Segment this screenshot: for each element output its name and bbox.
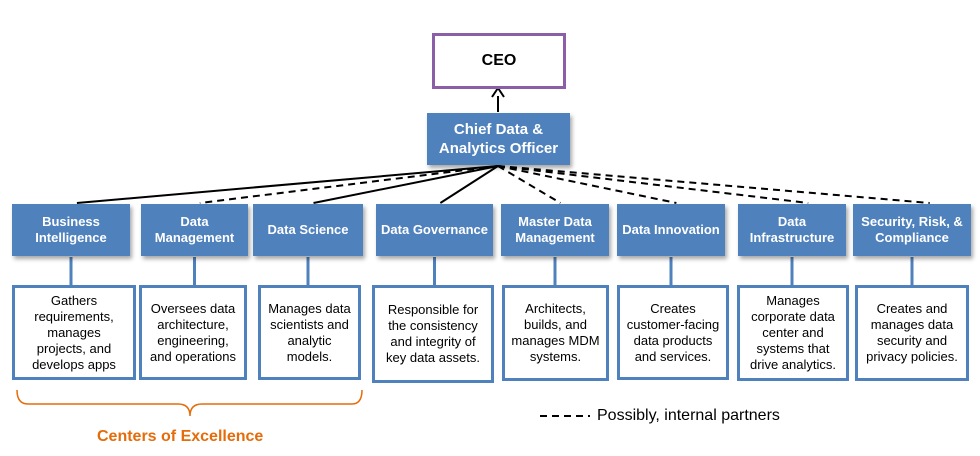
dept-label: Business Intelligence	[35, 214, 107, 245]
desc-text: Architects, builds, and manages MDM syst…	[511, 301, 600, 364]
cdo-label: Chief Data & Analytics Officer	[438, 121, 559, 157]
dept-box-src: Security, Risk, & Compliance	[853, 204, 971, 256]
arrowhead	[491, 86, 505, 98]
legend-label: Possibly, internal partners	[597, 407, 780, 424]
desc-box-dinfra: Manages corporate data center and system…	[737, 285, 849, 381]
dept-label: Data Governance	[381, 222, 488, 237]
desc-text: Responsible for the consistency and inte…	[386, 302, 480, 365]
cdo-link-dm	[199, 165, 499, 204]
centers-of-excellence-label: Centers of Excellence	[97, 428, 264, 445]
desc-box-di: Creates customer-facing data products an…	[617, 285, 729, 380]
dept-box-dinfra: Data Infrastructure	[738, 204, 846, 256]
dept-box-di: Data Innovation	[617, 204, 725, 256]
dept-label: Data Science	[267, 222, 349, 237]
desc-text: Oversees data architecture, engineering,…	[149, 300, 236, 364]
desc-text: Manages data scientists and analytic mod…	[268, 300, 351, 364]
cdo-link-dinfra	[497, 165, 809, 204]
cdo-link-di	[497, 165, 677, 204]
desc-box-dm: Oversees data architecture, engineering,…	[139, 285, 247, 380]
dept-box-mdm: Master Data Management	[501, 204, 609, 256]
dept-label: Data Infrastructure	[749, 214, 835, 245]
cdo-link-bi	[76, 165, 499, 204]
dept-box-dg: Data Governance	[376, 204, 493, 256]
cdo-link-ds	[313, 165, 499, 204]
desc-box-ds: Manages data scientists and analytic mod…	[258, 285, 361, 380]
desc-text: Manages corporate data center and system…	[750, 293, 836, 372]
cdo-link-src	[497, 165, 930, 204]
ceo-label: CEO	[481, 52, 517, 69]
dept-label: Data Innovation	[622, 222, 720, 237]
coe-brace	[16, 389, 363, 417]
desc-box-src: Creates and manages data security and pr…	[855, 285, 969, 381]
desc-text: Creates and manages data security and pr…	[866, 301, 958, 364]
dept-box-dm: Data Management	[141, 204, 248, 256]
dept-label: Security, Risk, & Compliance	[861, 214, 963, 245]
dept-box-bi: Business Intelligence	[12, 204, 130, 256]
cdo-link-mdm	[497, 165, 561, 204]
desc-text: Gathers requirements, manages projects, …	[32, 292, 116, 372]
ceo-box: CEO	[432, 33, 566, 89]
desc-box-mdm: Architects, builds, and manages MDM syst…	[502, 285, 609, 381]
dept-label: Data Management	[154, 214, 235, 245]
desc-box-bi: Gathers requirements, manages projects, …	[12, 285, 136, 380]
desc-text: Creates customer-facing data products an…	[626, 300, 720, 364]
dept-box-ds: Data Science	[253, 204, 363, 256]
desc-box-dg: Responsible for the consistency and inte…	[372, 285, 494, 383]
cdo-link-dg	[439, 165, 499, 204]
cdo-box: Chief Data & Analytics Officer	[427, 113, 570, 165]
dept-label: Master Data Management	[515, 214, 595, 245]
